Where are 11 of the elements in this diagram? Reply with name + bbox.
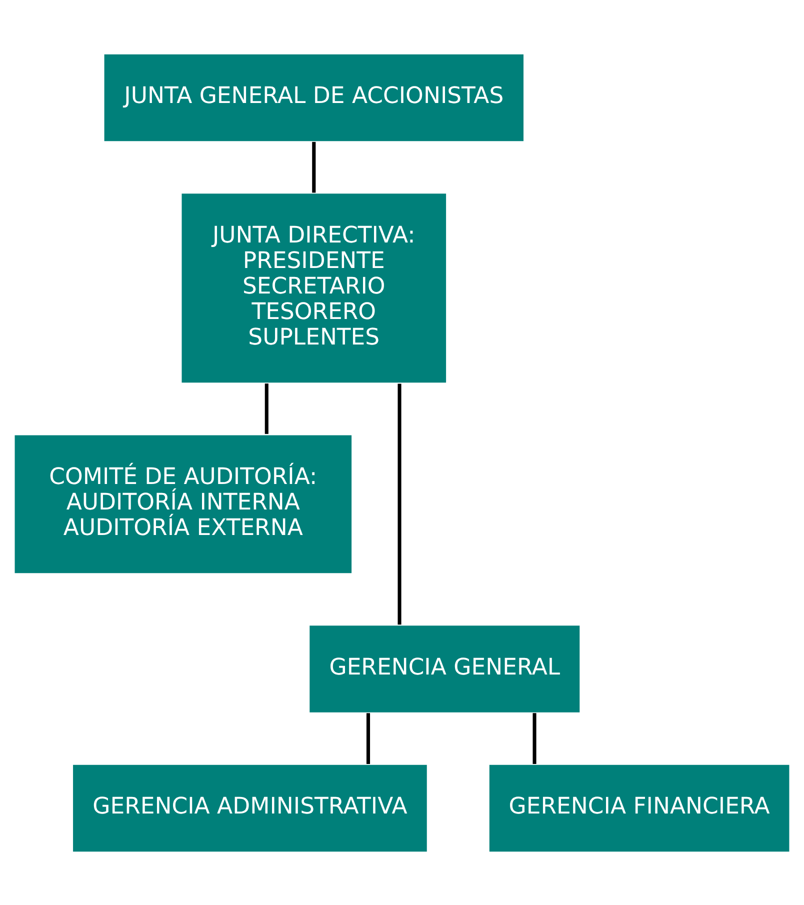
connector — [264, 383, 268, 434]
node-box: JUNTA DIRECTIVA: PRESIDENTE SECRETARIO TESORERO SUPLENTES — [180, 192, 448, 384]
connector — [398, 383, 402, 624]
node-box: COMITÉ DE AUDITORÍA: AUDITORÍA INTERNA AUDITORÍA EXTERNA — [13, 433, 353, 574]
node-box: GERENCIA GENERAL — [308, 624, 582, 714]
connector — [532, 712, 536, 764]
node-box: GERENCIA FINANCIERA — [488, 763, 791, 853]
connector — [366, 712, 370, 764]
node-box: GERENCIA ADMINISTRATIVA — [72, 763, 428, 853]
node-box: JUNTA GENERAL DE ACCIONISTAS — [102, 52, 525, 142]
connector — [312, 141, 316, 192]
